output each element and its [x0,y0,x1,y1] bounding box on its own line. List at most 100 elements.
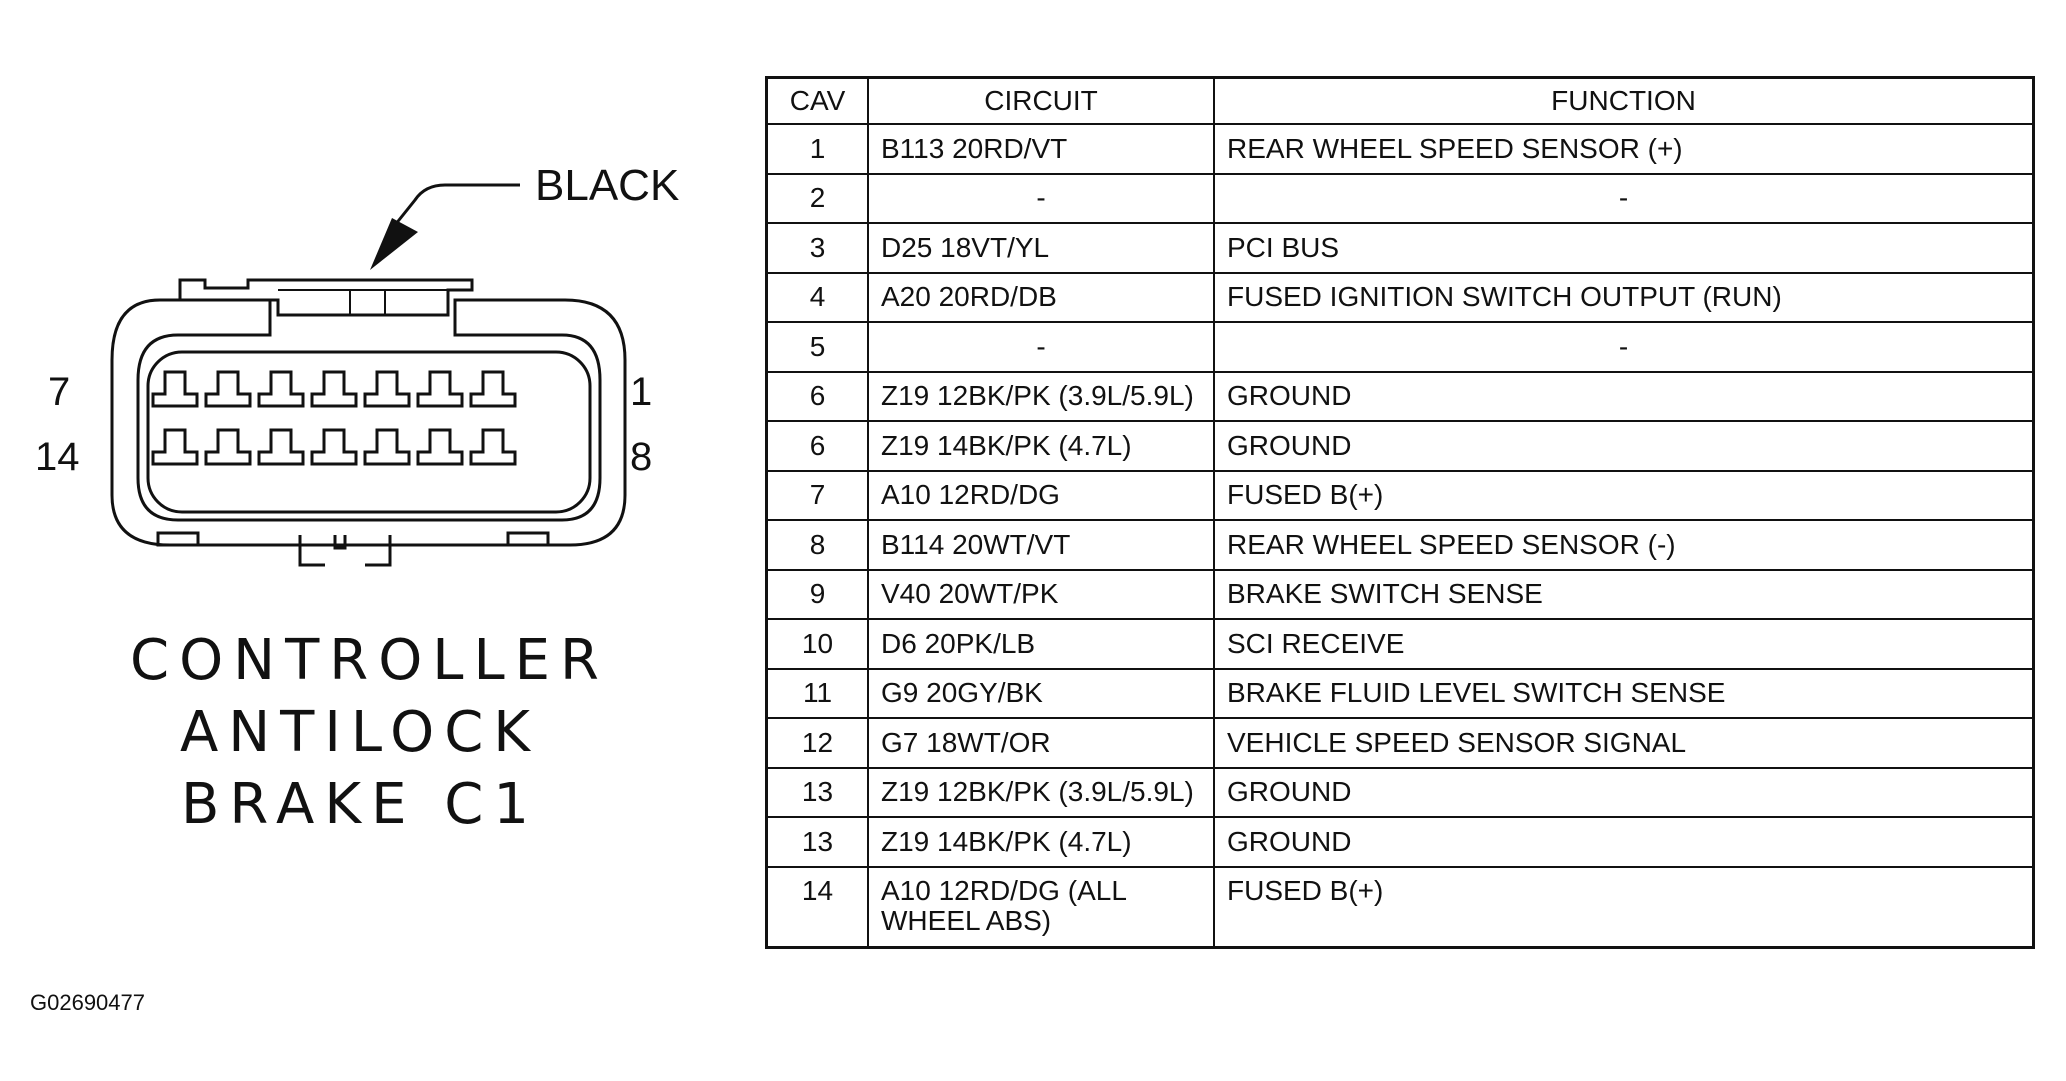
connector-housing [110,298,627,547]
connector-diagram: BLACK 7 14 1 8 [35,161,679,567]
cell-function: FUSED IGNITION SWITCH OUTPUT (RUN) [1213,271,2035,323]
pin-label-8: 8 [630,435,652,479]
cell-cav: 13 [765,766,869,818]
connector-key [298,535,392,567]
cell-circuit: Z19 12BK/PK (3.9L/5.9L) [867,370,1215,422]
pin-terminal [257,428,305,466]
cell-circuit: - [867,172,1215,224]
cell-cav: 6 [765,420,869,472]
cell-function: GROUND [1213,766,2035,818]
cell-function: REAR WHEEL SPEED SENSOR (-) [1213,519,2035,571]
pin-terminal [469,428,517,466]
cell-circuit: D6 20PK/LB [867,618,1215,670]
cell-function: VEHICLE SPEED SENSOR SIGNAL [1213,717,2035,769]
cell-circuit: V40 20WT/PK [867,568,1215,620]
cell-circuit: Z19 12BK/PK (3.9L/5.9L) [867,766,1215,818]
cell-cav: 1 [765,123,869,175]
cell-circuit: Z19 14BK/PK (4.7L) [867,420,1215,472]
connector-title-line-1: CONTROLLER [130,628,609,693]
pin-terminal [151,428,199,466]
cell-circuit: G9 20GY/BK [867,667,1215,719]
cell-cav: 12 [765,717,869,769]
cell-cav: 2 [765,172,869,224]
cell-cav: 5 [765,321,869,373]
cell-circuit: A10 12RD/DG (ALL WHEEL ABS) [867,865,1215,948]
cell-function: - [1213,321,2035,373]
header-cav: CAV [765,76,869,125]
pin-terminal [204,370,252,408]
pin-terminal [310,428,358,466]
cell-function: REAR WHEEL SPEED SENSOR (+) [1213,123,2035,175]
pin-terminal [310,370,358,408]
cell-cav: 3 [765,222,869,274]
cell-function: GROUND [1213,420,2035,472]
cell-function: FUSED B(+) [1213,469,2035,521]
table-row: 2-- [765,172,2035,224]
connector-latch [178,278,474,317]
cell-circuit: D25 18VT/YL [867,222,1215,274]
connector-title-line-3: BRAKE C1 [180,772,539,837]
pin-terminal [363,370,411,408]
cell-function: BRAKE SWITCH SENSE [1213,568,2035,620]
cell-cav: 11 [765,667,869,719]
pin-terminal [151,370,199,408]
cell-circuit: B113 20RD/VT [867,123,1215,175]
cell-circuit: B114 20WT/VT [867,519,1215,571]
cell-circuit: A20 20RD/DB [867,271,1215,323]
connector-face [146,350,592,514]
cell-function: - [1213,172,2035,224]
pin-terminal [416,370,464,408]
leader-line [393,183,520,226]
cell-function: BRAKE FLUID LEVEL SWITCH SENSE [1213,667,2035,719]
pin-label-7: 7 [48,370,70,414]
leader-arrow [370,218,418,270]
cell-cav: 10 [765,618,869,670]
cell-cav: 14 [765,865,869,948]
cell-circuit: Z19 14BK/PK (4.7L) [867,816,1215,868]
cell-function: SCI RECEIVE [1213,618,2035,670]
cell-function: FUSED B(+) [1213,865,2035,948]
pin-label-14: 14 [35,435,80,479]
cell-cav: 9 [765,568,869,620]
connector-title-line-2: ANTILOCK [179,700,541,765]
pin-terminal [257,370,305,408]
table-row: 5-- [765,321,2035,373]
pin-terminal [416,428,464,466]
pin-terminal [204,428,252,466]
header-circuit: CIRCUIT [867,76,1215,125]
cell-function: PCI BUS [1213,222,2035,274]
pin-array [151,370,517,466]
table-header-row: CAV CIRCUIT FUNCTION [765,76,2035,125]
cell-circuit: A10 12RD/DG [867,469,1215,521]
cell-circuit: G7 18WT/OR [867,717,1215,769]
cell-function: GROUND [1213,370,2035,422]
pin-terminal [469,370,517,408]
connector-color-label: BLACK [535,161,679,210]
pin-label-1: 1 [630,370,652,414]
cell-function: GROUND [1213,816,2035,868]
cell-cav: 7 [765,469,869,521]
pin-terminal [363,428,411,466]
cell-circuit: - [867,321,1215,373]
cell-cav: 13 [765,816,869,868]
cell-cav: 6 [765,370,869,422]
connector-title: CONTROLLER ANTILOCK BRAKE C1 [130,625,609,841]
cell-cav: 8 [765,519,869,571]
figure-id: G02690477 [30,990,145,1015]
cell-cav: 4 [765,271,869,323]
